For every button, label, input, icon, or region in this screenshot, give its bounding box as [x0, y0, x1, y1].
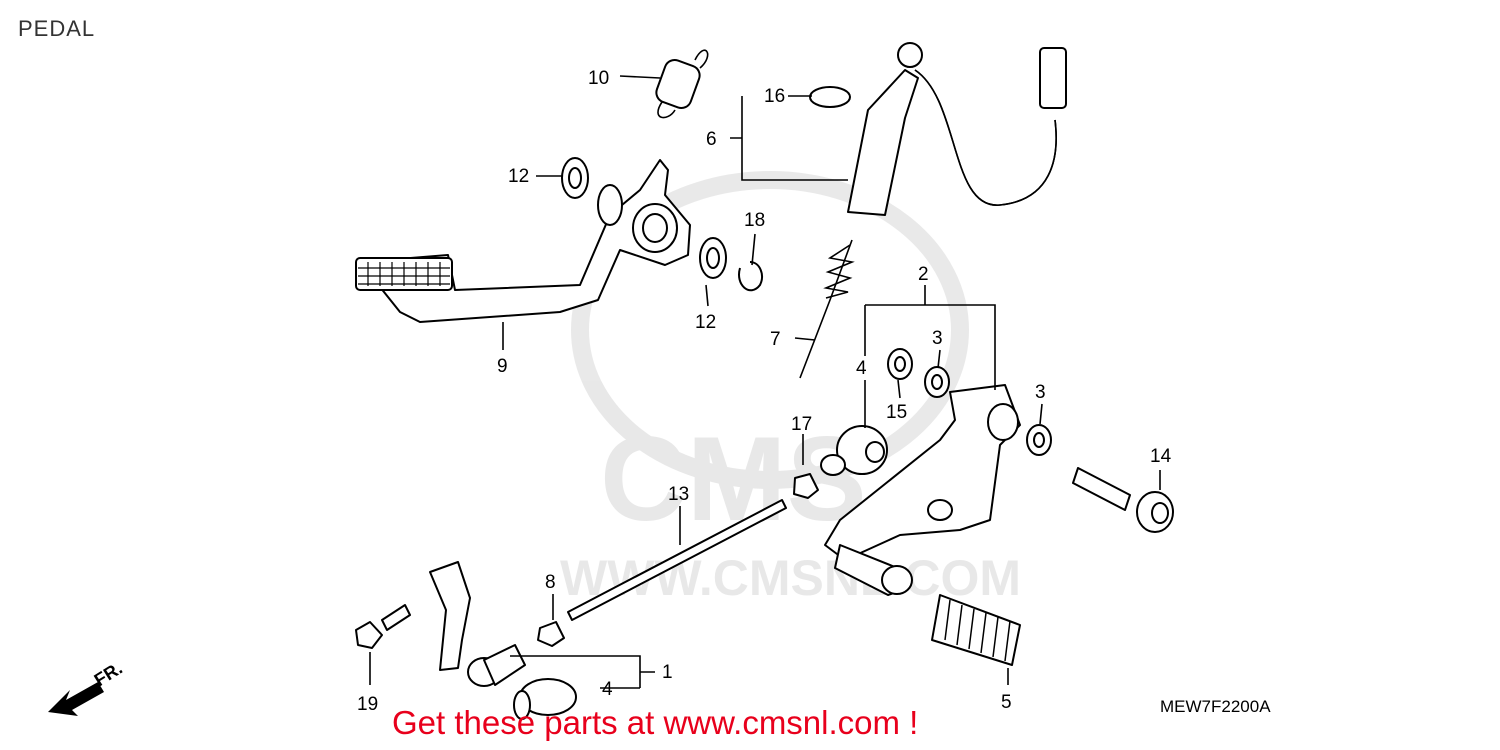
watermark-url: WWW.CMSNL.COM: [560, 550, 1021, 606]
shift-arm: [824, 384, 1021, 596]
washer-left: [924, 366, 950, 398]
brake-pedal: [355, 159, 691, 323]
nut-17: [793, 473, 819, 499]
callout-15: 15: [886, 402, 907, 423]
callout-8: 8: [545, 572, 556, 593]
callout-2: 2: [918, 264, 929, 285]
callout-9: 9: [497, 356, 508, 377]
callout-10: 10: [588, 68, 609, 89]
nut-8: [537, 621, 565, 647]
callout-3a: 3: [932, 328, 943, 349]
watermark-logo: CMS: [600, 412, 867, 546]
pivot-bolt: [1072, 467, 1174, 533]
callout-13: 13: [668, 484, 689, 505]
washer-15: [887, 348, 913, 380]
seal-upper: [561, 157, 589, 199]
callout-1: 1: [662, 662, 673, 683]
callout-18: 18: [744, 210, 765, 231]
callout-12b: 12: [695, 312, 716, 333]
callout-7: 7: [770, 329, 781, 350]
callout-14: 14: [1150, 446, 1172, 467]
brake-switch: [847, 42, 1067, 216]
o-ring: [809, 86, 851, 108]
shift-lever: [429, 561, 577, 720]
tie-rod: [567, 499, 787, 621]
callout-4a: 4: [856, 358, 867, 379]
leader-lines: [369, 75, 1161, 689]
front-arrow-icon: [48, 682, 104, 716]
callout-6: 6: [706, 129, 717, 150]
callout-17: 17: [791, 414, 812, 435]
callout-3b: 3: [1035, 382, 1046, 403]
pedal-spring: [655, 49, 709, 119]
switch-spring: [799, 239, 855, 379]
bolt-19: [355, 604, 411, 649]
callout-labels: 1 2 3 3 4 4 5 6 7 8 9 10 12 12 13 14 15 …: [357, 68, 1172, 715]
promo-banner[interactable]: Get these parts at www.cmsnl.com !: [392, 704, 919, 741]
callout-5: 5: [1001, 692, 1012, 713]
callout-16: 16: [764, 86, 785, 107]
watermark: CMS WWW.CMSNL.COM: [560, 171, 1021, 606]
shift-rubber: [931, 594, 1021, 666]
page-title: PEDAL: [18, 16, 96, 41]
rod-end-upper: [820, 425, 888, 476]
washer-right: [1026, 424, 1052, 456]
callout-4b: 4: [602, 679, 613, 700]
callout-12a: 12: [508, 166, 529, 187]
diagram-code: MEW7F2200A: [1160, 697, 1271, 716]
clip: [738, 261, 763, 292]
callout-19: 19: [357, 694, 378, 715]
seal-lower: [699, 237, 727, 279]
